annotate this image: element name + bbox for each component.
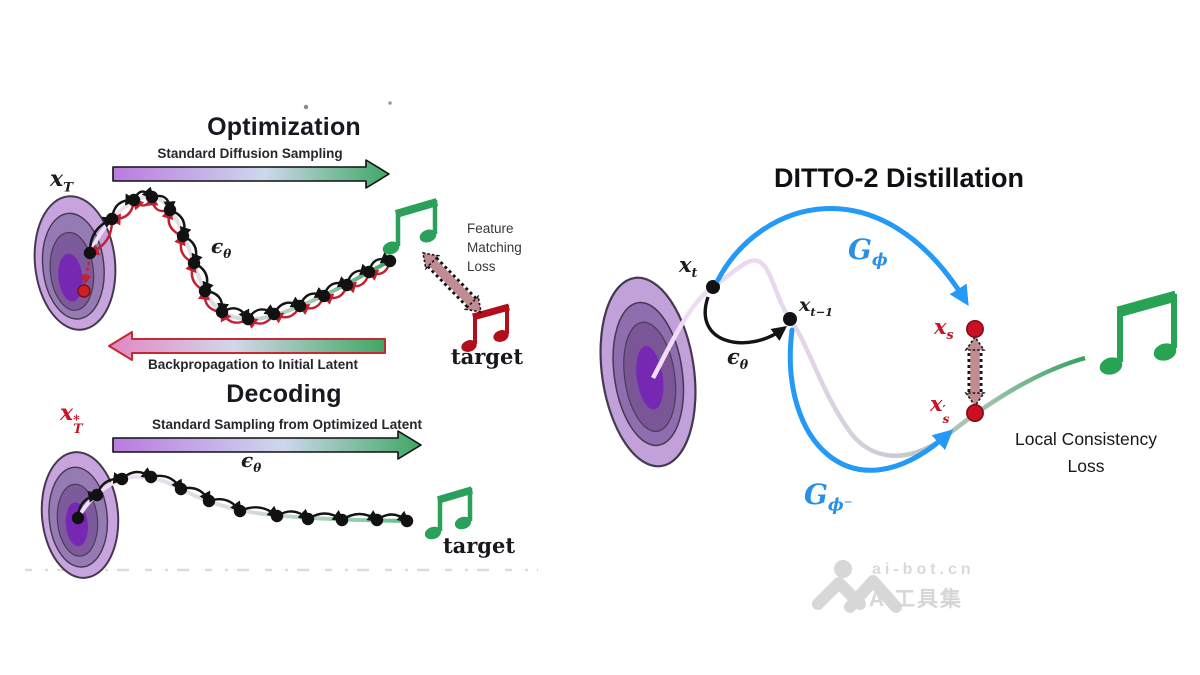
latent-ellipse-right [599,276,697,468]
watermark-brand: AI工具集 [869,588,963,611]
crop-artifact-dots [303,101,392,110]
x-s-prime-label: x′s [930,391,950,427]
x-s-dot [966,320,984,338]
G-phi-arc [715,206,969,306]
backpropagation-label: Backpropagation to Initial Latent [147,357,359,372]
local-consistency-loss-label-line1: Local Consistency [1014,429,1158,449]
decoding-sampling-label: Standard Sampling from Optimized Latent [151,417,423,432]
eps-theta-label-decoding: ϵθ [241,448,262,475]
x-t-label: xt [679,252,698,281]
x-t-minus-1-dot [783,312,797,326]
eps-theta-label-optimization: ϵθ [211,234,232,261]
eps-theta-step-arrow [703,296,788,345]
feature-matching-loss-arrow [422,252,482,313]
local-consistency-loss-label-line2: Loss [1067,456,1105,476]
target-label-green: target [442,533,516,558]
G-phi-minus-arc [787,327,954,473]
eps-theta-label-distillation: ϵθ [727,344,749,373]
target-label-red: target [450,344,524,369]
feature-matching-loss-label: Feature Matching Loss [467,221,522,274]
G-phi-minus-label: Gϕ⁻ [804,478,853,515]
decoding-title: Decoding [226,380,342,408]
x-T-star-label: x*T [60,400,83,437]
target-music-note-red-icon [461,303,510,352]
decoding-sampling-arrow [112,430,422,460]
distilled-music-note-icon [1099,290,1178,375]
backpropagation-arrow [108,331,386,361]
distillation-title: DITTO-2 Distillation [773,163,1025,193]
latent-ellipse-top-left [33,195,117,331]
target-music-note-green-icon [424,486,474,540]
distillation-trajectory [651,258,1086,458]
x-t-dot [706,280,720,294]
watermark-logo-icon [812,560,902,613]
optimization-trajectory [83,186,397,329]
local-consistency-loss-arrow [964,335,986,408]
x-s-prime-dot [966,404,984,422]
diffusion-sampling-label: Standard Diffusion Sampling [157,146,343,161]
decoding-trajectory [71,467,414,528]
diffusion-sampling-arrow [112,159,390,189]
watermark-domain: ai-bot.cn [872,561,975,578]
optimized-latent-pointer [77,261,92,298]
x-s-label: xs [934,314,954,343]
x-T-label: xT [50,166,73,196]
optimization-title: Optimization [207,113,361,141]
generated-music-note-icon [382,198,439,255]
x-t-minus-1-label: xt−1 [799,294,834,319]
G-phi-label: Gϕ [848,233,888,270]
